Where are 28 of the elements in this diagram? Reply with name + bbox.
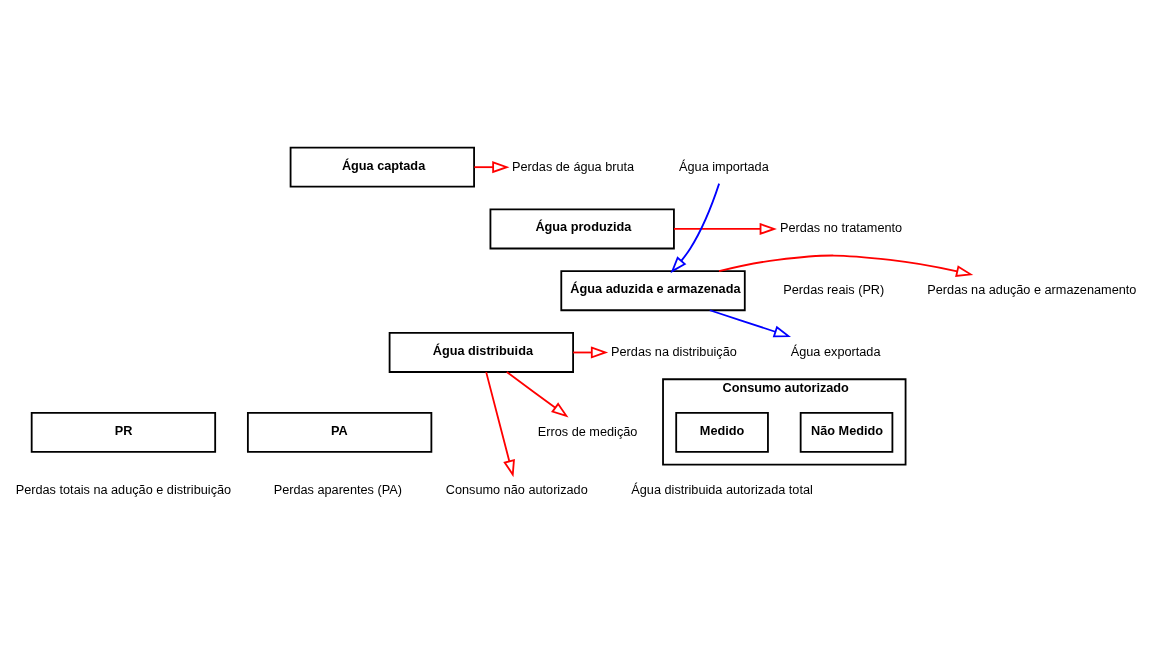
label: Perdas totais na adução e distribuição (15, 482, 232, 498)
node-box: PA (246, 411, 433, 453)
node-text: Água exportada (790, 343, 881, 359)
node-box: Água aduzida e armazenada (560, 270, 746, 312)
node-box: PR (30, 411, 217, 453)
arrow (485, 371, 515, 478)
node-text: Erros de medição (537, 423, 638, 439)
node-text: Perdas no tratamento (779, 220, 903, 236)
node-text: Perdas de água bruta (512, 158, 635, 174)
label: Perdas reais (PR) (783, 282, 885, 298)
arrow (673, 222, 777, 235)
arrow (473, 161, 510, 174)
label: Água distribuida autorizada total (631, 482, 813, 498)
node-box: Medido (675, 411, 769, 453)
arrow (670, 182, 721, 274)
arrow (505, 371, 569, 418)
arrow (572, 346, 609, 359)
node-text: Consumo não autorizado (445, 482, 588, 498)
label: Perdas aparentes (PA) (273, 482, 402, 498)
node-box: Água distribuida (388, 332, 574, 373)
node-box: Água produzida (489, 208, 675, 250)
node-box: Não Medido (799, 411, 894, 453)
arrow (708, 309, 791, 338)
node-text: Perdas na distribuição (611, 343, 737, 359)
node-box: Água captada (289, 146, 475, 188)
node-text: Água importada (679, 158, 769, 174)
node-text: Perdas na adução e armazenamento (927, 282, 1137, 298)
arrow (718, 254, 974, 277)
